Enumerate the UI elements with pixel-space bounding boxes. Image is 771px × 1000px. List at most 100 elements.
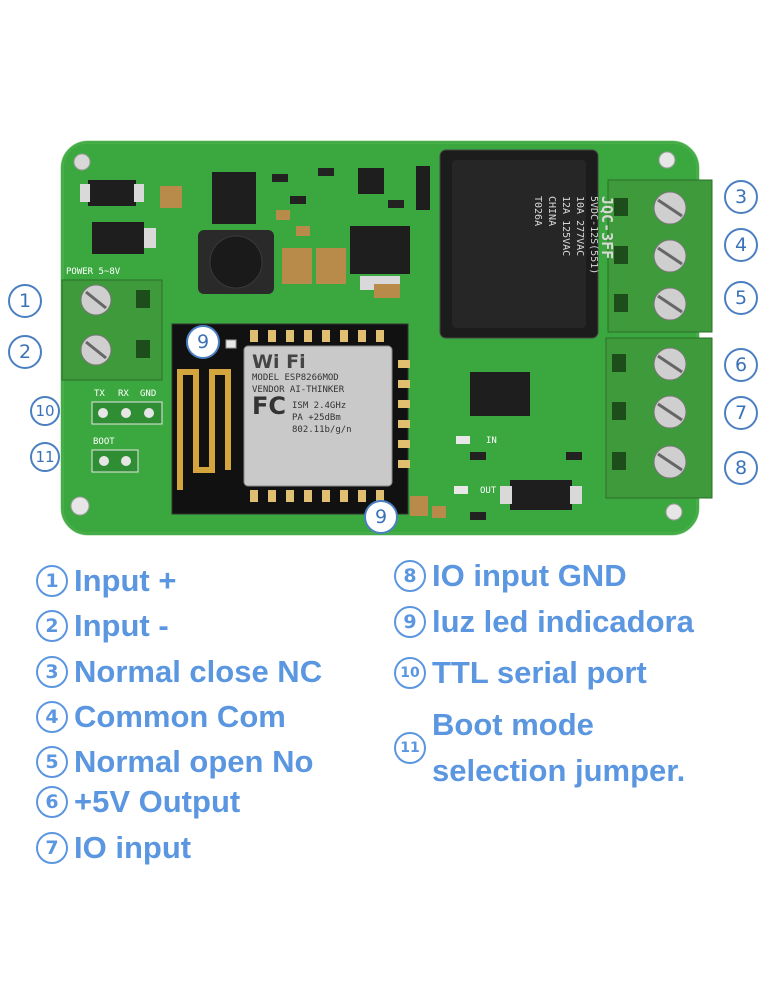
legend-item-4: 4 Common Com bbox=[36, 699, 286, 735]
module-std: 802.11b/g/n bbox=[292, 425, 352, 435]
legend-text: Normal close NC bbox=[74, 654, 323, 689]
transistor-q1 bbox=[358, 168, 384, 194]
cap-small bbox=[296, 226, 310, 236]
legend-text-line1: Boot mode bbox=[432, 707, 594, 742]
diode-pad bbox=[80, 184, 90, 202]
silk-out: OUT bbox=[480, 486, 497, 496]
resistor bbox=[318, 168, 334, 176]
fc-logo: FC bbox=[252, 392, 287, 420]
relay-line1: 5VDC-12S(551) bbox=[588, 196, 599, 275]
callout-9-led: 9 bbox=[186, 325, 220, 359]
cap-c9 bbox=[432, 506, 446, 518]
legend-num: 5 bbox=[36, 746, 68, 778]
resistor bbox=[290, 196, 306, 204]
antenna-trace bbox=[177, 369, 231, 490]
legend-text: Input - bbox=[74, 608, 169, 643]
legend-text: Common Com bbox=[74, 699, 286, 734]
legend-text: Input + bbox=[74, 563, 177, 598]
callout-11: 11 bbox=[30, 442, 60, 472]
led-indicator bbox=[225, 339, 237, 349]
legend-item-8: 8 IO input GND bbox=[394, 558, 627, 594]
legend-text: IO input bbox=[74, 830, 192, 865]
legend-num: 3 bbox=[36, 656, 68, 688]
silk-gnd: GND bbox=[140, 389, 157, 399]
regulator-u2 bbox=[350, 226, 410, 274]
legend-text-line2: selection jumper. bbox=[432, 753, 686, 788]
silk-in: IN bbox=[486, 436, 497, 446]
legend-num: 8 bbox=[394, 560, 426, 592]
callout-10: 10 bbox=[30, 396, 60, 426]
legend-item-6: 6 +5V Output bbox=[36, 784, 240, 820]
legend-text: luz led indicadora bbox=[432, 604, 694, 639]
boot-header bbox=[91, 449, 139, 473]
legend-text: Normal open No bbox=[74, 744, 314, 779]
silk-rx: RX bbox=[118, 389, 129, 399]
diode-pad bbox=[134, 184, 144, 202]
diode-d3 bbox=[92, 222, 144, 254]
mount-hole bbox=[73, 153, 91, 171]
relay-label: JQC-3FF 5VDC-12S(551) 10A 277VAC 12A 125… bbox=[454, 196, 616, 296]
cap-small bbox=[374, 284, 400, 298]
legend-text: +5V Output bbox=[74, 784, 241, 819]
legend-item-5: 5 Normal open No bbox=[36, 744, 313, 780]
diode-pad bbox=[570, 486, 582, 504]
legend-item-3: 3 Normal close NC bbox=[36, 654, 322, 690]
legend-num: 9 bbox=[394, 606, 426, 638]
module-model: MODEL ESP8266MOD bbox=[252, 373, 339, 383]
shield-can bbox=[243, 345, 393, 487]
legend-text: IO input GND bbox=[432, 558, 627, 593]
callout-2: 2 bbox=[8, 335, 42, 369]
module-pins bbox=[250, 330, 410, 502]
diode-pad bbox=[144, 228, 156, 248]
optocoupler-u3 bbox=[470, 372, 530, 416]
legend-num: 7 bbox=[36, 832, 68, 864]
cap-c4 bbox=[160, 186, 182, 208]
relay-line2: 10A 277VAC bbox=[574, 196, 585, 257]
legend-item-2: 2 Input - bbox=[36, 608, 169, 644]
relay-line5: T026A bbox=[532, 196, 543, 227]
callout-3: 3 bbox=[724, 180, 758, 214]
resistor bbox=[566, 452, 582, 460]
led-out bbox=[454, 486, 468, 494]
ttl-header bbox=[91, 401, 163, 425]
mount-hole bbox=[658, 151, 676, 169]
relay-line4: CHINA bbox=[546, 196, 557, 227]
terminal-screws bbox=[612, 191, 687, 479]
relay-line3: 12A 125VAC bbox=[560, 196, 571, 257]
resistor bbox=[272, 174, 288, 182]
legend-item-7: 7 IO input bbox=[36, 830, 191, 866]
mount-hole bbox=[665, 503, 683, 521]
resistor bbox=[470, 452, 486, 460]
callout-9-led-2: 9 bbox=[364, 500, 398, 534]
legend-num: 1 bbox=[36, 565, 68, 597]
mount-hole bbox=[70, 496, 90, 516]
cap-small bbox=[276, 210, 290, 220]
diode-d5 bbox=[510, 480, 572, 510]
callout-6: 6 bbox=[724, 348, 758, 382]
legend-num: 4 bbox=[36, 701, 68, 733]
silk-power: POWER 5~8V bbox=[66, 267, 121, 277]
callout-7: 7 bbox=[724, 396, 758, 430]
cap-c10 bbox=[410, 496, 428, 516]
silk-boot: BOOT bbox=[93, 437, 115, 447]
module-vendor: VENDOR AI-THINKER bbox=[252, 385, 345, 395]
legend-item-10: 10 TTL serial port bbox=[394, 655, 647, 691]
ic-u1 bbox=[212, 172, 256, 224]
callout-4: 4 bbox=[724, 228, 758, 262]
diode-f1 bbox=[88, 180, 136, 206]
diode-d1 bbox=[416, 166, 430, 210]
callout-8: 8 bbox=[724, 451, 758, 485]
legend-item-9: 9 luz led indicadora bbox=[394, 604, 694, 640]
cap-c6 bbox=[316, 248, 346, 284]
legend-text: TTL serial port bbox=[432, 655, 647, 690]
diode-pad bbox=[500, 486, 512, 504]
relay-brand: JQC-3FF bbox=[598, 196, 616, 260]
callout-5: 5 bbox=[724, 281, 758, 315]
resistor bbox=[388, 200, 404, 208]
legend-num: 11 bbox=[394, 732, 426, 764]
relay-face bbox=[452, 160, 586, 328]
led-in bbox=[456, 436, 470, 444]
inductor-core bbox=[209, 235, 263, 289]
legend-item-1: 1 Input + bbox=[36, 563, 176, 599]
